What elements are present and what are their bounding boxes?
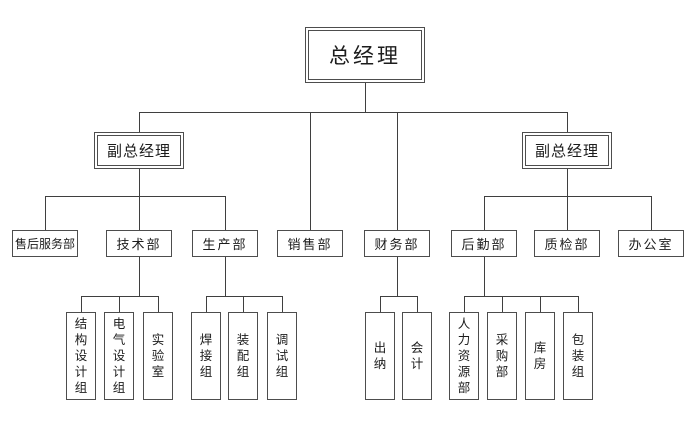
node-deputy-left-frame: 副总经理 [97,135,181,166]
node-label: 装配组 [236,333,250,379]
node-production-dept: 生产部 [192,230,258,257]
node-packaging-group: 包装组 [563,312,593,400]
connector-drop-tech [139,196,140,230]
node-purchasing-dept: 采购部 [487,312,517,400]
connector-drop-logistics [484,196,485,230]
node-finance-dept: 财务部 [364,230,430,257]
node-general-manager-frame: 总经理 [308,30,422,80]
node-label: 出纳 [373,341,387,371]
node-label: 人力资源部 [457,317,471,395]
node-label: 调试组 [275,333,289,379]
node-label: 售后服务部 [14,237,75,251]
node-human-resources-dept: 人力资源部 [449,312,479,400]
connector-drop-accountant [417,296,418,312]
connector-drop-warehouse [540,296,541,312]
connector-drop-sales [310,112,311,230]
connector-drop-welding [206,296,207,312]
node-label: 总经理 [329,44,401,68]
node-debugging-group: 调试组 [267,312,297,400]
connector-production-stem [225,257,226,296]
connector-drop-production [225,196,226,230]
connector-left-hbar [45,196,226,197]
connector-drop-packaging [578,296,579,312]
connector-deputy-right-stem [567,169,568,196]
node-label: 采购部 [495,333,509,379]
node-welding-group: 焊接组 [191,312,221,400]
connector-drop-purchasing [502,296,503,312]
node-office: 办公室 [618,230,684,257]
node-label: 副总经理 [534,144,599,160]
connector-production-hbar [206,296,283,297]
connector-tech-stem [139,257,140,296]
node-assembly-group: 装配组 [228,312,258,400]
node-cashier: 出纳 [365,312,395,400]
connector-drop-deputy-right [567,112,568,132]
connector-drop-electrical-design [119,296,120,312]
node-deputy-right-frame: 副总经理 [525,135,609,166]
connector-level1-hbar [139,112,568,113]
node-label: 质检部 [544,237,590,252]
node-label: 财务部 [374,237,420,252]
node-quality-inspection-dept: 质检部 [534,230,600,257]
node-label: 库房 [533,341,547,371]
node-deputy-general-manager-left: 副总经理 [94,132,184,169]
node-label: 实验室 [151,333,165,379]
node-label: 技术部 [116,237,162,252]
connector-drop-hr [464,296,465,312]
node-label: 副总经理 [106,144,171,160]
connector-drop-after-sales [45,196,46,230]
connector-tech-hbar [81,296,159,297]
node-label: 电气设计组 [112,317,126,395]
node-label: 结构设计组 [74,317,88,395]
connector-finance-hbar [380,296,418,297]
connector-drop-deputy-left [139,112,140,132]
node-technology-dept: 技术部 [106,230,172,257]
connector-root-stem [365,83,366,112]
node-label: 销售部 [287,237,333,252]
node-warehouse: 库房 [525,312,555,400]
connector-logistics-stem [484,257,485,296]
node-label: 包装组 [571,333,585,379]
connector-drop-office [651,196,652,230]
connector-drop-assembly [243,296,244,312]
connector-drop-finance [397,112,398,230]
connector-drop-debugging [282,296,283,312]
connector-drop-quality [567,196,568,230]
connector-drop-structure-design [81,296,82,312]
node-label: 会计 [410,341,424,371]
node-label: 办公室 [628,237,674,252]
node-label: 生产部 [202,237,248,252]
node-deputy-general-manager-right: 副总经理 [522,132,612,169]
node-sales-dept: 销售部 [277,230,343,257]
connector-finance-stem [397,257,398,296]
node-electrical-design-group: 电气设计组 [104,312,134,400]
connector-deputy-left-stem [139,169,140,196]
node-accountant: 会计 [402,312,432,400]
node-structure-design-group: 结构设计组 [66,312,96,400]
connector-drop-laboratory [158,296,159,312]
node-after-sales-service-dept: 售后服务部 [12,230,78,257]
node-general-manager: 总经理 [305,27,425,83]
node-label: 后勤部 [461,237,507,252]
connector-right-hbar [484,196,652,197]
node-laboratory: 实验室 [143,312,173,400]
node-label: 焊接组 [199,333,213,379]
connector-drop-cashier [380,296,381,312]
node-logistics-dept: 后勤部 [451,230,517,257]
connector-logistics-hbar [464,296,579,297]
